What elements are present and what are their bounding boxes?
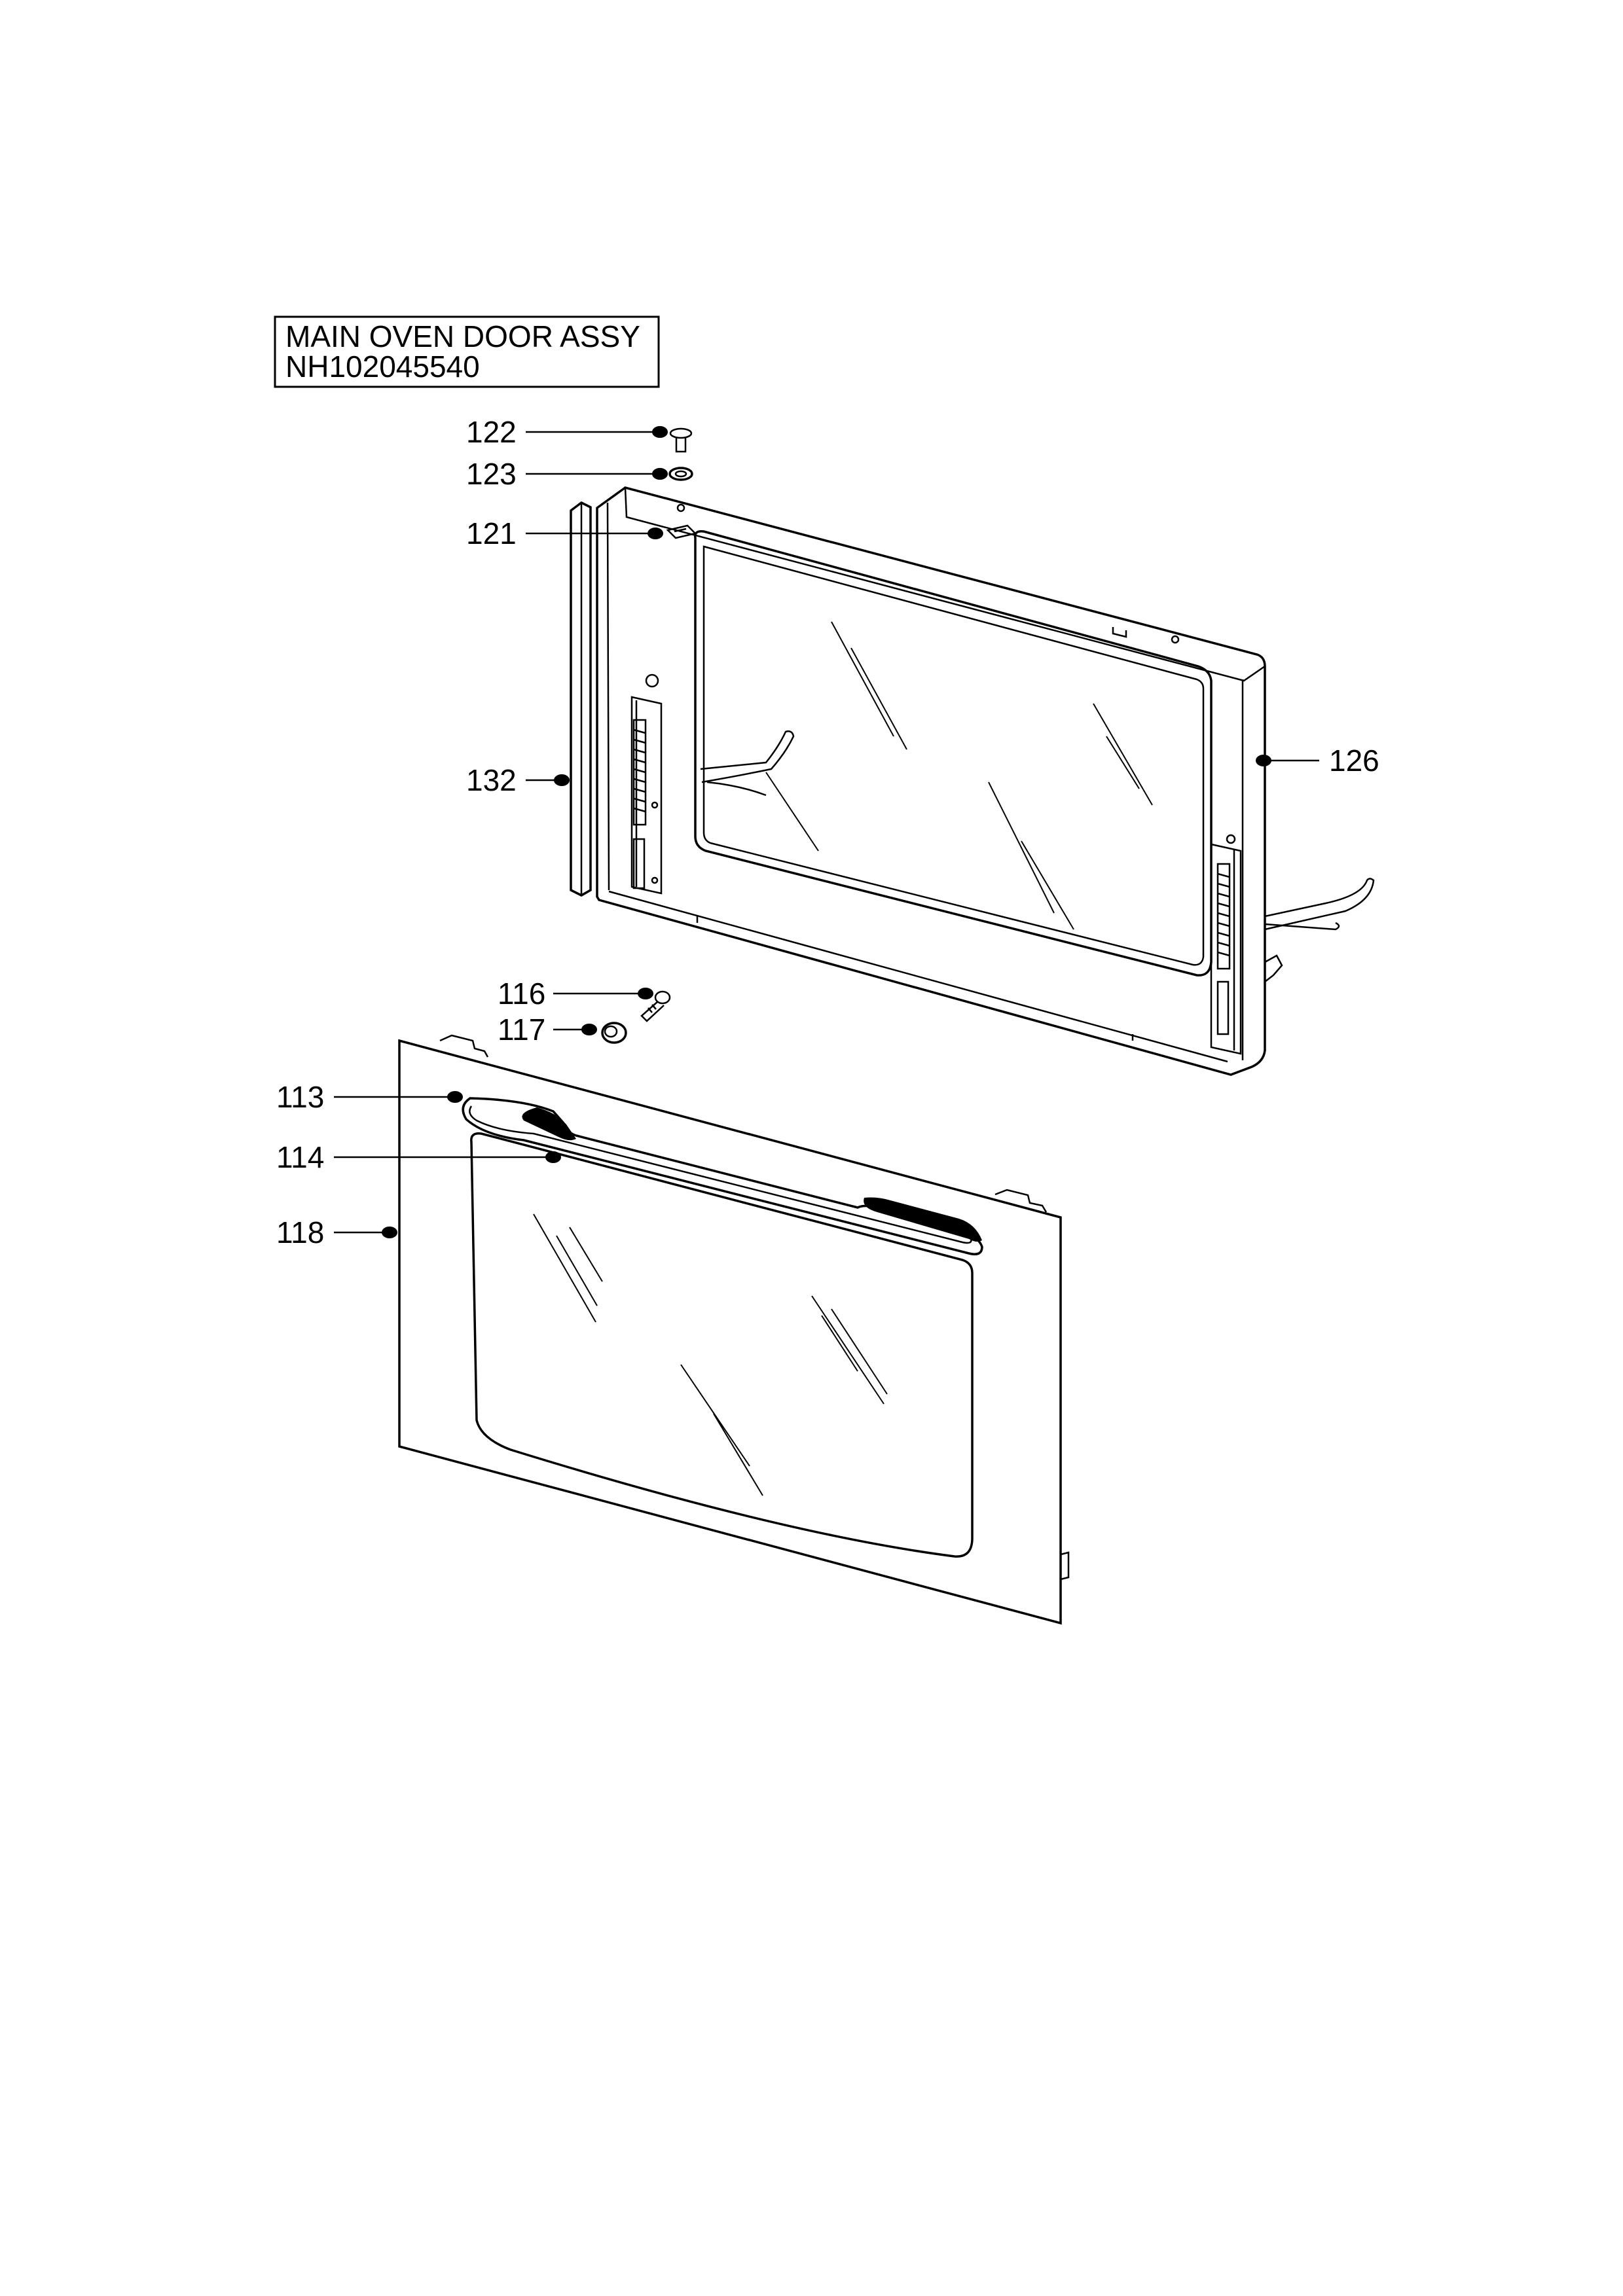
grommet-117 (601, 1022, 627, 1044)
callout-label-126: 126 (1329, 744, 1379, 778)
callout-122: 122 (466, 415, 668, 449)
callout-label-113: 113 (276, 1080, 324, 1114)
callout-121: 121 (466, 516, 663, 550)
callout-label-116: 116 (498, 977, 545, 1011)
callout-116: 116 (498, 977, 653, 1011)
callout-label-118: 118 (276, 1215, 324, 1249)
title-line-2: NH102045540 (285, 350, 480, 384)
callout-123: 123 (466, 457, 668, 491)
callout-114: 114 (276, 1140, 561, 1174)
clip-121 (666, 524, 697, 539)
callout-113: 113 (276, 1080, 463, 1114)
side-seal-strip (570, 501, 592, 897)
title-box: MAIN OVEN DOOR ASSY NH102045540 (274, 315, 660, 388)
door-handle (462, 1097, 983, 1255)
screw-116 (640, 990, 671, 1022)
outer-door-panel (398, 1034, 1070, 1625)
right-hinge (1210, 834, 1375, 1055)
title-line-1: MAIN OVEN DOOR ASSY (285, 319, 640, 353)
left-hinge (630, 673, 663, 895)
callout-label-122: 122 (466, 415, 517, 449)
callout-label-123: 123 (466, 457, 517, 491)
callout-118: 118 (276, 1215, 397, 1249)
callout-132: 132 (466, 763, 570, 797)
callout-label-121: 121 (466, 516, 517, 550)
callout-label-117: 117 (498, 1013, 545, 1047)
callout-label-114: 114 (276, 1140, 324, 1174)
inner-door-frame (596, 486, 1375, 1076)
washer-123 (668, 467, 693, 481)
callout-label-132: 132 (466, 763, 517, 797)
screw-122 (669, 427, 693, 453)
callout-117: 117 (498, 1013, 597, 1047)
callout-126: 126 (1256, 744, 1379, 778)
